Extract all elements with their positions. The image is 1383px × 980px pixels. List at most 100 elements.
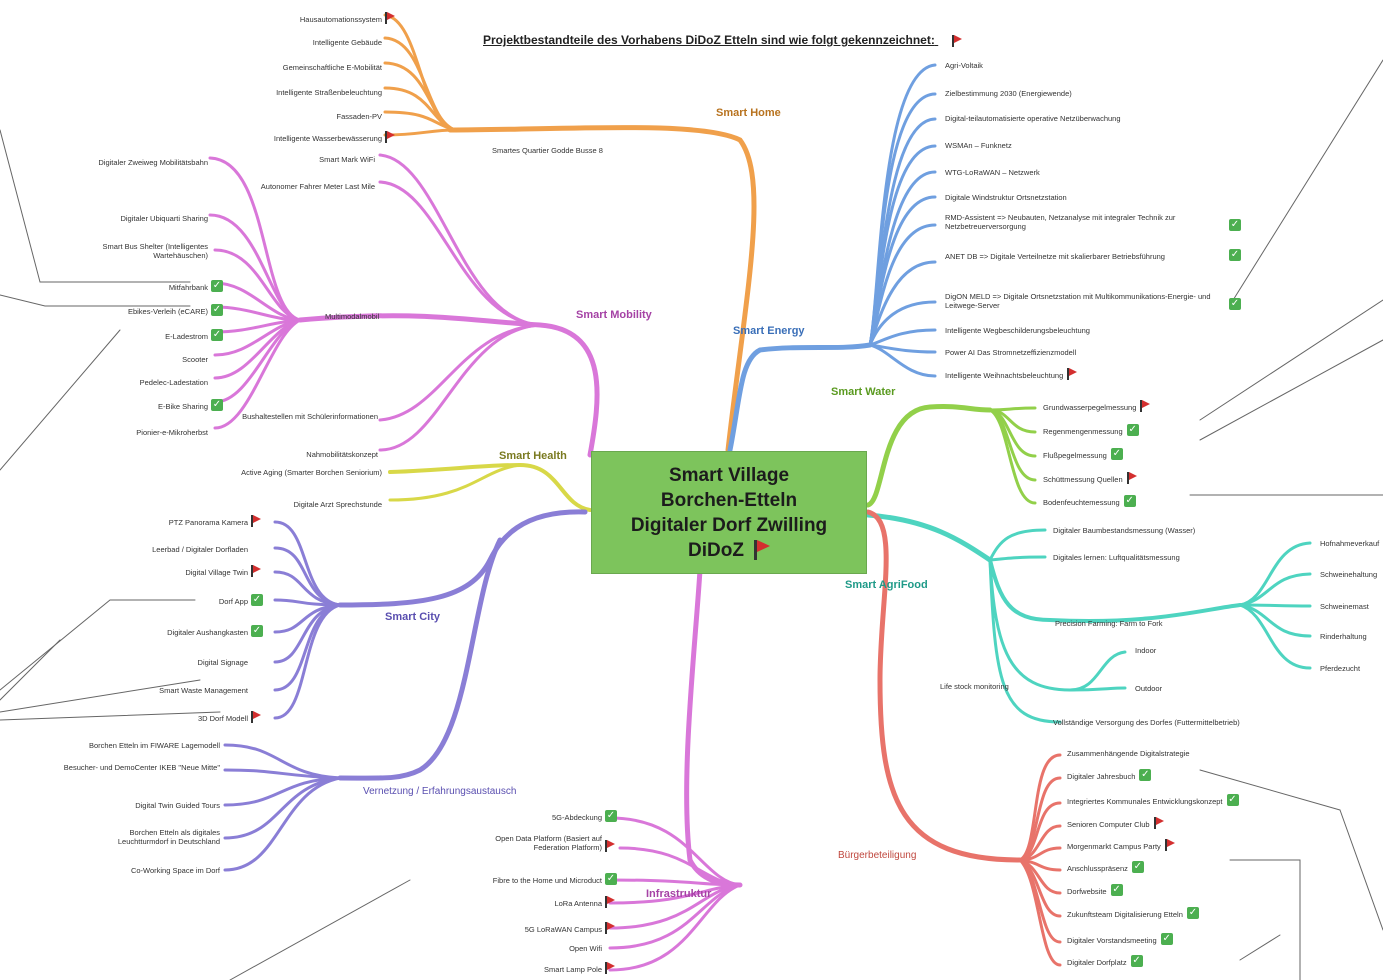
leaf-buerger-5[interactable]: Anschlusspräsenz xyxy=(1067,864,1128,873)
leaf-buerger-4[interactable]: Morgenmarkt Campus Party xyxy=(1067,842,1161,851)
leaf-city-1[interactable]: Leerbad / Digitaler Dorfladen xyxy=(152,545,248,554)
leaf-mobility-8[interactable]: E-Bike Sharing xyxy=(157,402,208,411)
leaf-mobility_top-1[interactable]: Autonomer Fahrer Meter Last Mile xyxy=(260,182,375,191)
branch-vernetzung[interactable]: Vernetzung / Erfahrungsaustausch xyxy=(363,786,517,797)
branch-smart-city[interactable]: Smart City xyxy=(385,611,441,623)
leaf-infra-2[interactable]: Fibre to the Home und Microduct xyxy=(492,876,602,885)
checkmark-icon: ✓ xyxy=(1229,219,1241,231)
branch-infrastruktur[interactable]: Infrastruktur xyxy=(646,888,712,900)
branch-smart-energy[interactable]: Smart Energy xyxy=(733,325,805,337)
leaf-mobility-1[interactable]: Digitaler Ubiquarti Sharing xyxy=(120,214,208,223)
smart-home-sub: Smartes Quartier Godde Busse 8 xyxy=(492,146,603,155)
leaf-buerger-2[interactable]: Integriertes Kommunales Entwicklungskonz… xyxy=(1067,797,1223,806)
leaf-livestock-1[interactable]: Outdoor xyxy=(1135,684,1163,693)
leaf-energy-4[interactable]: WTG-LoRaWAN – Netzwerk xyxy=(945,168,1040,177)
leaf-water-0[interactable]: Grundwasserpegelmessung xyxy=(1043,403,1137,412)
leaf-buerger-1[interactable]: Digitaler Jahresbuch xyxy=(1067,772,1136,781)
leaf-agrifood-2[interactable]: Vollständige Versorgung des Dorfes (Futt… xyxy=(1053,718,1240,727)
leaf-city-6[interactable]: Smart Waste Management xyxy=(159,686,248,695)
leaf-mobility_low-1[interactable]: Nahmobilitätskonzept xyxy=(306,450,378,459)
leaf-mobility-2[interactable]: Smart Bus Shelter (Intelligentes Wartehä… xyxy=(102,242,208,260)
leaf-mobility-4[interactable]: Ebikes-Verleih (eCARE) xyxy=(127,307,208,316)
leaf-mobility-3[interactable]: Mitfahrbank xyxy=(168,283,208,292)
leaf-home-4[interactable]: Fassaden-PV xyxy=(336,112,382,121)
leaf-infra-5[interactable]: Open Wifi xyxy=(569,944,602,953)
leaf-agrifood_far-2[interactable]: Schweinemast xyxy=(1320,602,1369,611)
leaf-energy-10[interactable]: Power AI Das Stromnetzeffizienzmodell xyxy=(945,348,1077,357)
leaf-energy-1[interactable]: Zielbestimmung 2030 (Energiewende) xyxy=(945,89,1072,98)
leaf-health-0[interactable]: Active Aging (Smarter Borchen Seniorium) xyxy=(241,468,382,477)
leaf-water-2[interactable]: Flußpegelmessung xyxy=(1043,451,1107,460)
leaf-infra-4[interactable]: 5G LoRaWAN Campus xyxy=(524,925,602,934)
branch-smart-agrifood[interactable]: Smart AgriFood xyxy=(845,579,928,591)
leaf-city-4[interactable]: Digitaler Aushangkasten xyxy=(167,628,248,637)
checkmark-icon: ✓ xyxy=(605,873,617,885)
leaf-home-5[interactable]: Intelligente Wasserbewässerung xyxy=(273,134,382,143)
leaf-buerger-7[interactable]: Zukunftsteam Digitalisierung Etteln xyxy=(1067,910,1183,919)
leaf-buerger-8[interactable]: Digitaler Vorstandsmeeting xyxy=(1067,936,1157,945)
leaf-mobility-6[interactable]: Scooter xyxy=(182,355,208,364)
leaf-infra-1[interactable]: Open Data Platform (Basiert auf Federati… xyxy=(495,834,602,852)
leaf-vernetzung-0[interactable]: Borchen Etteln im FIWARE Lagemodell xyxy=(88,741,220,750)
leaf-agrifood_far-4[interactable]: Pferdezucht xyxy=(1320,664,1361,673)
leaf-mobility-5[interactable]: E-Ladestrom xyxy=(165,332,208,341)
leaf-mobility-9[interactable]: Pionier-e-Mikroherbst xyxy=(136,428,208,437)
infrastruktur-connectors xyxy=(608,567,743,972)
leaf-infra-6[interactable]: Smart Lamp Pole xyxy=(544,965,602,974)
leaf-livestock-0[interactable]: Indoor xyxy=(1135,646,1157,655)
branch-smart-water[interactable]: Smart Water xyxy=(831,386,896,398)
legend-title-text: Projektbestandteile des Vorhabens DiDoZ … xyxy=(483,33,935,47)
leaf-buerger-6[interactable]: Dorfwebsite xyxy=(1067,887,1107,896)
agrifood-sub-livestock: Life stock monitoring xyxy=(940,682,1009,691)
leaf-agrifood_far-1[interactable]: Schweinehaltung xyxy=(1320,570,1378,579)
branch-smart-health[interactable]: Smart Health xyxy=(499,450,567,462)
leaf-energy-11[interactable]: Intelligente Weihnachtsbeleuchtung xyxy=(945,371,1064,380)
leaf-infra-0[interactable]: 5G-Abdeckung xyxy=(551,813,602,822)
branch-smart-home[interactable]: Smart Home xyxy=(716,107,781,119)
branch-buergerbeteiligung[interactable]: Bürgerbeteiligung xyxy=(838,850,917,861)
leaf-buerger-3[interactable]: Senioren Computer Club xyxy=(1067,820,1150,829)
leaf-energy-5[interactable]: Digitale Windstruktur Ortsnetzstation xyxy=(945,193,1067,202)
checkmark-icon: ✓ xyxy=(1139,769,1152,781)
leaf-water-1[interactable]: Regenmengenmessung xyxy=(1043,427,1123,436)
leaf-city-0[interactable]: PTZ Panorama Kamera xyxy=(168,518,248,527)
leaf-agrifood-0[interactable]: Digitaler Baumbestandsmessung (Wasser) xyxy=(1053,526,1196,535)
leaf-water-4[interactable]: Bodenfeuchtemessung xyxy=(1043,498,1120,507)
leaf-agrifood-1[interactable]: Digitales lernen: Luftqualitätsmessung xyxy=(1053,553,1180,562)
leaf-mobility-7[interactable]: Pedelec-Ladestation xyxy=(139,378,208,387)
leaf-energy-7[interactable]: ANET DB => Digitale Verteilnetze mit ska… xyxy=(945,252,1165,261)
leaf-home-2[interactable]: Gemeinschaftliche E-Mobilität xyxy=(282,63,382,72)
leaf-home-3[interactable]: Intelligente Straßenbeleuchtung xyxy=(276,88,382,97)
leaf-infra-3[interactable]: LoRa Antenna xyxy=(554,899,602,908)
checkmark-icon: ✓ xyxy=(1123,495,1136,507)
leaf-agrifood_far-3[interactable]: Rinderhaltung xyxy=(1320,632,1367,641)
leaf-water-3[interactable]: Schüttmessung Quellen xyxy=(1043,475,1123,484)
leaf-health-1[interactable]: Digitale Arzt Sprechstunde xyxy=(293,500,382,509)
flag-icon xyxy=(1067,368,1078,380)
leaf-buerger-9[interactable]: Digitaler Dorfplatz xyxy=(1067,958,1127,967)
leaf-vernetzung-3[interactable]: Borchen Etteln als digitales Leuchtturmd… xyxy=(117,828,220,846)
leaf-vernetzung-2[interactable]: Digital Twin Guided Tours xyxy=(135,801,220,810)
leaf-home-1[interactable]: Intelligente Gebäude xyxy=(312,38,382,47)
leaf-mobility_low-0[interactable]: Bushaltestellen mit Schülerinformationen xyxy=(242,412,378,421)
leaf-city-2[interactable]: Digital Village Twin xyxy=(185,568,248,577)
leaf-vernetzung-1[interactable]: Besucher- und DemoCenter IKEB "Neue Mitt… xyxy=(63,763,220,772)
leaf-energy-6[interactable]: RMD-Assistent => Neubauten, Netzanalyse … xyxy=(945,213,1176,231)
leaf-energy-9[interactable]: Intelligente Wegbeschilderungsbeleuchtun… xyxy=(945,326,1090,335)
leaf-buerger-0[interactable]: Zusammenhängende Digitalstrategie xyxy=(1067,749,1190,758)
leaf-city-3[interactable]: Dorf App xyxy=(218,597,248,606)
leaf-vernetzung-4[interactable]: Co-Working Space im Dorf xyxy=(130,866,220,875)
leaf-mobility_top-0[interactable]: Smart Mark WiFi xyxy=(319,155,375,164)
leaf-energy-0[interactable]: Agri-Voltaik xyxy=(945,61,983,70)
leaf-home-0[interactable]: Hausautomationssystem xyxy=(299,15,382,24)
central-node[interactable]: Smart Village Borchen-Etteln Digitaler D… xyxy=(591,451,867,574)
leaf-city-7[interactable]: 3D Dorf Modell xyxy=(197,714,248,723)
checkmark-icon: ✓ xyxy=(1186,907,1199,919)
leaf-agrifood_far-0[interactable]: Hofnahmeverkauf xyxy=(1320,539,1380,548)
branch-smart-mobility[interactable]: Smart Mobility xyxy=(576,309,652,321)
leaf-energy-8[interactable]: DigON MELD => Digitale Ortsnetzstation m… xyxy=(945,292,1211,310)
leaf-energy-2[interactable]: Digital-teilautomatisierte operative Net… xyxy=(945,114,1121,123)
leaf-mobility-0[interactable]: Digitaler Zweiweg Mobilitätsbahn xyxy=(98,158,208,167)
leaf-energy-3[interactable]: WSMAn – Funknetz xyxy=(945,141,1012,150)
leaf-city-5[interactable]: Digital Signage xyxy=(197,658,248,667)
